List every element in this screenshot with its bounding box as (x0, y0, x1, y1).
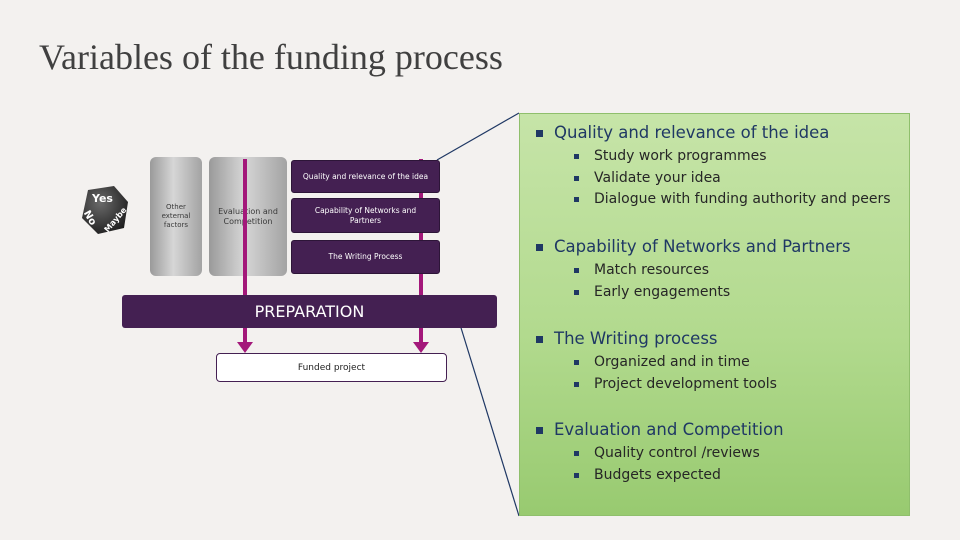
flow-line-left (243, 159, 247, 349)
box-label: Partners (349, 215, 382, 225)
list-item: Validate your idea (574, 168, 891, 190)
list-item: Dialogue with funding authority and peer… (574, 189, 891, 211)
arrow-down-icon (237, 342, 253, 353)
other-external-factors-column: Other external factors (150, 157, 202, 276)
list-item: Study work programmes (574, 146, 891, 168)
box-writing-process: The Writing Process (291, 240, 440, 274)
box-label: Quality and relevance of the idea (302, 171, 429, 181)
evaluation-line: Evaluation and (218, 206, 278, 216)
section-quality: Quality and relevance of the idea Study … (536, 123, 891, 211)
section-heading: The Writing process (536, 329, 777, 348)
evaluation-line: Competition (223, 216, 273, 226)
funded-project-box: Funded project (216, 353, 447, 382)
list-item: Match resources (574, 260, 851, 282)
list-item: Budgets expected (574, 465, 784, 487)
list-item: Quality control /reviews (574, 443, 784, 465)
box-label: The Writing Process (328, 252, 403, 262)
preparation-label: PREPARATION (254, 302, 365, 321)
dice-icon: Yes No Maybe (78, 184, 130, 236)
section-heading: Quality and relevance of the idea (536, 123, 891, 142)
box-label: Capability of Networks and (314, 206, 417, 216)
list-item: Organized and in time (574, 352, 777, 374)
section-capability: Capability of Networks and Partners Matc… (536, 237, 851, 303)
evaluation-competition-column: Evaluation and Competition (209, 157, 287, 276)
section-evaluation: Evaluation and Competition Quality contr… (536, 420, 784, 486)
die-face-yes: Yes (91, 192, 113, 205)
details-panel: Quality and relevance of the idea Study … (519, 113, 910, 516)
list-item: Project development tools (574, 374, 777, 396)
box-quality-relevance: Quality and relevance of the idea (291, 160, 440, 193)
section-heading: Evaluation and Competition (536, 420, 784, 439)
section-writing: The Writing process Organized and in tim… (536, 329, 777, 395)
arrow-down-icon (413, 342, 429, 353)
box-capability-networks: Capability of Networks and Partners (291, 198, 440, 233)
section-heading: Capability of Networks and Partners (536, 237, 851, 256)
callout-line-bottom (457, 317, 520, 517)
other-factors-line: factors (163, 220, 189, 229)
list-item: Early engagements (574, 282, 851, 304)
callout-line-top (436, 112, 520, 161)
funded-project-label: Funded project (297, 362, 366, 373)
other-factors-line: Other (166, 203, 186, 212)
other-factors-line: external (161, 212, 191, 221)
preparation-bar: PREPARATION (122, 295, 497, 328)
slide-title: Variables of the funding process (39, 37, 503, 77)
